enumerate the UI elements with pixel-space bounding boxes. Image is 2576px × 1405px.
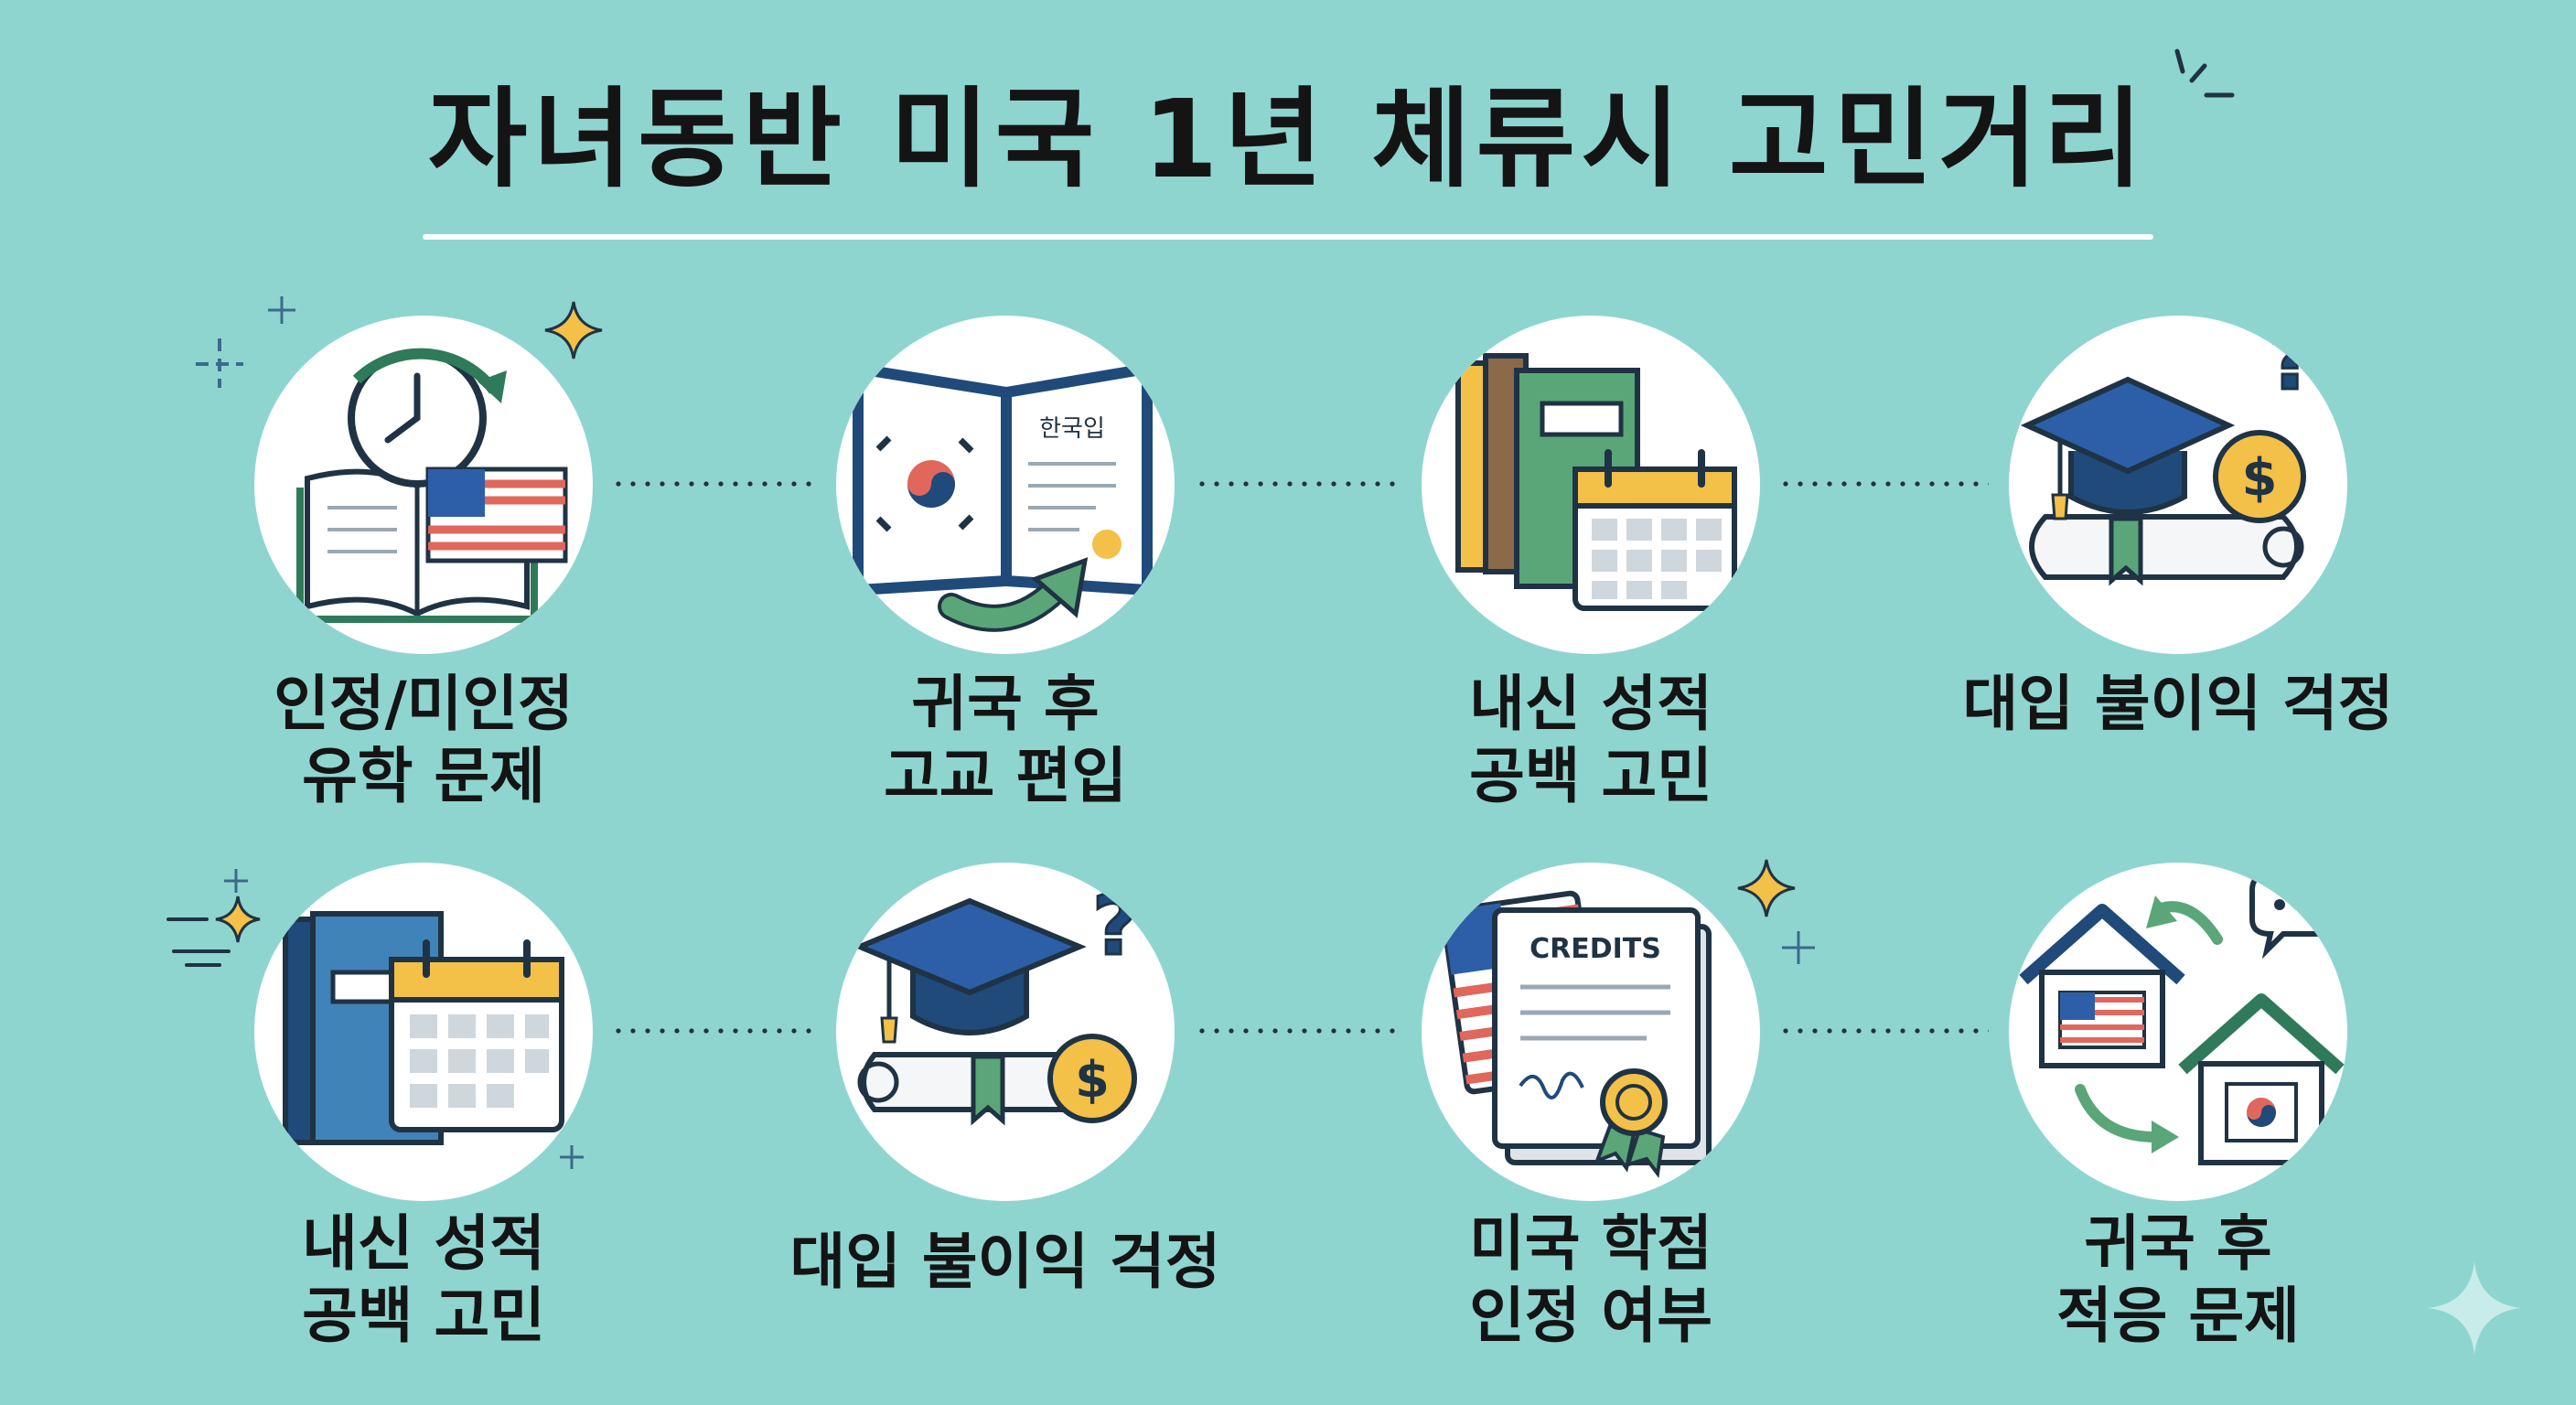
star-icon (166, 869, 261, 967)
item-icon-circle (254, 863, 593, 1201)
connector-dots (611, 1028, 816, 1034)
svg-text:한국입: 한국입 (1039, 415, 1105, 443)
svg-text:?: ? (2268, 316, 2316, 409)
svg-text:$: $ (2242, 448, 2278, 508)
item-icon-circle: CREDITS (1422, 863, 1760, 1201)
item-icon-circle: $ ? (2009, 316, 2347, 654)
korean-transcript-folder-icon: 한국입 (853, 361, 1153, 632)
books-calendar-icon (1455, 353, 1737, 611)
sparkle-icon (196, 296, 295, 388)
us-credits-certificate-icon: CREDITS (1440, 890, 1712, 1179)
item-icon-circle (254, 316, 593, 654)
item-label: 대입 불이익 걱정 (1962, 669, 2394, 739)
star-icon (1737, 859, 1796, 917)
clock-book-us-flag-icon (296, 348, 568, 623)
item-label: 대입 불이익 걱정 (789, 1227, 1221, 1297)
item-icon-circle: $ ? (836, 863, 1175, 1201)
svg-text:?: ? (1092, 878, 1140, 974)
connector-dots (1195, 1028, 1403, 1034)
svg-text:CREDITS: CREDITS (1530, 933, 1661, 965)
title-underline (423, 234, 2153, 240)
houses-us-korea-speech-icon (2019, 873, 2347, 1165)
connector-dots (1778, 1028, 1989, 1034)
book-calendar-icon (283, 911, 564, 1145)
item-icon-circle (2009, 863, 2347, 1201)
connector-dots (1195, 481, 1403, 487)
graduation-cap-diploma-dollar-icon: $ ? (2020, 316, 2318, 586)
item-icon-circle: 한국입 (836, 316, 1175, 654)
sparkle-icon (1782, 931, 1815, 964)
svg-text:$: $ (1075, 1051, 1110, 1109)
graduation-cap-diploma-dollar-icon: $ ? (853, 877, 1142, 1126)
connector-dots (611, 481, 816, 487)
item-icon-circle (1422, 316, 1760, 654)
sparkle-icon (2174, 48, 2235, 98)
connector-dots (1778, 481, 1989, 487)
star-icon (544, 301, 603, 359)
page-title: 자녀동반 미국 1년 체류시 고민거리 (427, 76, 2149, 202)
sparkle-icon (560, 1145, 584, 1169)
sparkle-icon (2428, 1261, 2521, 1355)
